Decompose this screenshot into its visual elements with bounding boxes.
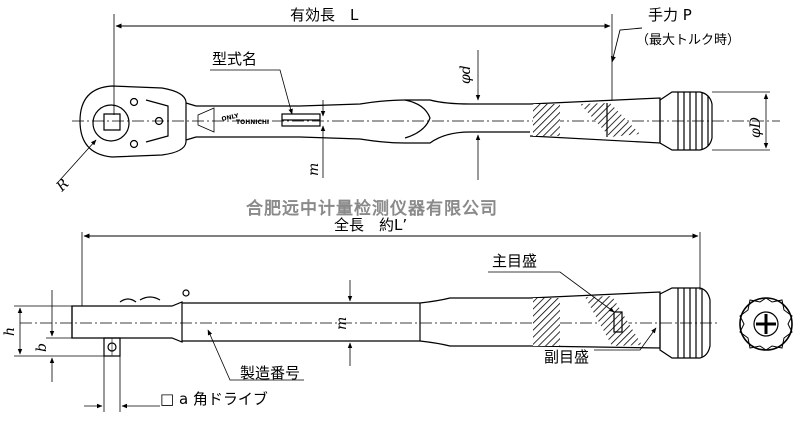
label-phi-D: φD (748, 117, 764, 138)
label-phi-d: φd (458, 65, 474, 84)
side-view (14, 232, 793, 412)
label-radius: R (53, 176, 73, 196)
body-side (182, 289, 530, 347)
label-m-bottom: m (334, 317, 350, 330)
label-overall-length: 全長 約L’ (334, 216, 407, 234)
label-main-scale: 主目盛 (492, 252, 537, 270)
watermark: 合肥远中计量检测仪器有限公司 (246, 198, 498, 219)
label-model-name: 型式名 (212, 50, 257, 68)
top-view (59, 14, 780, 181)
label-b: b (34, 343, 50, 352)
label-h: h (2, 327, 18, 336)
ratchet-head (79, 85, 197, 158)
label-hand-force: 手力 P (648, 6, 692, 24)
head-side (71, 296, 183, 357)
label-effective-length: 有効長 L (290, 6, 359, 24)
label-serial-number: 製造番号 (240, 364, 300, 382)
label-sub-scale: 副目盛 (544, 348, 589, 366)
brand-tohnichi: TOHNICHI (236, 119, 269, 126)
wrench-body (196, 99, 530, 144)
adjusting-knob (659, 91, 713, 151)
brand-only: ONLY (221, 112, 240, 123)
knob-end-view (739, 297, 793, 351)
leader-hand-force (610, 27, 643, 63)
grip-side (529, 291, 661, 349)
label-max-torque: （最大トルク時） (636, 33, 740, 48)
grip-tube (529, 97, 661, 144)
knob-side (659, 287, 711, 359)
label-square-drive: □ a 角ドライブ (160, 390, 268, 408)
label-m-top: m (306, 163, 322, 176)
